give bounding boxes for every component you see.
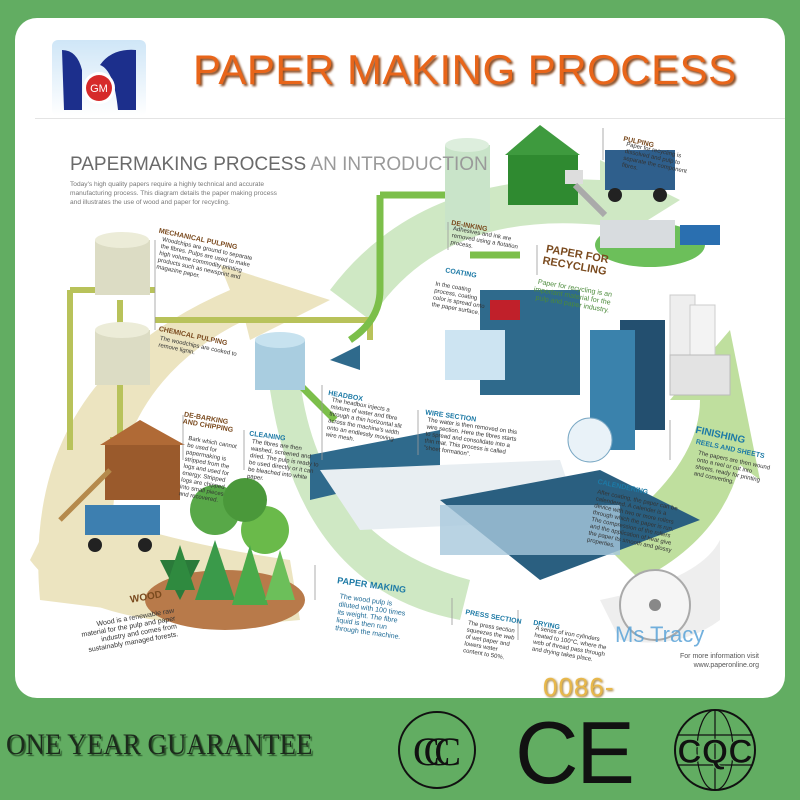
certification-marks: CCC CE CQC [398, 705, 756, 800]
ce-mark-icon: CE [515, 705, 635, 800]
tank-cleaning [255, 332, 305, 390]
info-line-2: www.paperonline.org [693, 662, 759, 669]
tank-mechanical [95, 232, 150, 295]
info-text: For more information visit www.paperonlin… [680, 652, 759, 670]
intro-title-suffix: AN INTRODUCTION [310, 154, 488, 175]
content-panel: GM PAPER MAKING PROCESS PAPERMAKING PROC… [15, 18, 785, 698]
ccc-mark-icon: CCC [398, 711, 476, 789]
paper-roll [600, 540, 720, 643]
log-truck [58, 468, 160, 552]
recycling-truck [605, 150, 675, 202]
cqc-text: CQC [677, 733, 753, 771]
company-logo: GM [52, 40, 146, 116]
process-illustration [30, 125, 760, 643]
watermark-name: Ms Tracy [615, 622, 705, 647]
debarking-text: Bark which cannot be used for papermakin… [178, 435, 238, 504]
guarantee-text: ONE YEAR GUARANTEE [6, 728, 313, 761]
intro-title: PAPERMAKING PROCESS AN INTRODUCTION [70, 154, 488, 176]
headbox-funnel [330, 345, 360, 370]
callout-lines [154, 128, 671, 640]
recycling-house [505, 125, 608, 218]
paper-machine [310, 430, 700, 580]
info-line-1: For more information visit [680, 653, 759, 660]
intro-text: Today's high quality papers require a hi… [70, 181, 277, 206]
green-pipes [297, 191, 520, 423]
ce-text: CE [515, 705, 635, 800]
logo-text: GM [90, 83, 108, 95]
ccc-text: CCC [413, 729, 461, 774]
tank-deinking [445, 138, 490, 230]
paper-bales [595, 220, 720, 267]
coating-machine [445, 290, 580, 395]
calender-machine [567, 320, 665, 463]
cqc-mark-icon: CQC [674, 709, 756, 791]
finished-rolls [669, 294, 731, 396]
debarking-house [100, 420, 185, 500]
divider [35, 118, 785, 119]
gm-logo-icon: GM [62, 49, 136, 110]
tank-chemical [95, 322, 150, 385]
intro-title-main: PAPERMAKING PROCESS [70, 154, 307, 175]
page-title: PAPER MAKING PROCESS [193, 46, 737, 93]
phone-number: 0086--15290879713 [543, 672, 615, 698]
forest [145, 478, 305, 630]
